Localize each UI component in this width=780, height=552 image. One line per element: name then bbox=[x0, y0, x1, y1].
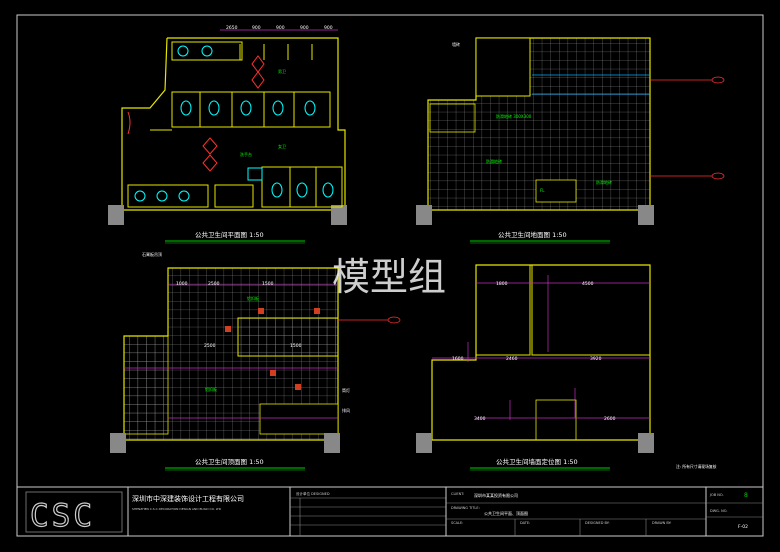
plan-stall-row-lower bbox=[261, 166, 343, 208]
svg-text:女卫: 女卫 bbox=[278, 143, 286, 149]
dim-label: 2650 bbox=[226, 25, 238, 31]
client-value: 深圳市某某投资有限公司 bbox=[474, 492, 518, 498]
svg-text:防滑地砖 300X300: 防滑地砖 300X300 bbox=[496, 113, 532, 119]
plan-counter bbox=[214, 184, 254, 208]
dim-label: 3920 bbox=[590, 356, 602, 362]
designed-label: 设计单位 DESIGNED bbox=[296, 491, 330, 496]
title-block: CSC 深圳市中深建装饰设计工程有限公司 SHENZHEN C.S.C DECO… bbox=[17, 486, 763, 536]
note-text: 注: 所有尺寸请现场复核 bbox=[676, 464, 717, 469]
company-name-en: SHENZHEN C.S.C DECORATION DESIGN AND BUI… bbox=[132, 507, 222, 511]
plan-stall-row bbox=[171, 91, 331, 128]
drawing-titles: 公共卫生间平面图 1:50 公共卫生间地面图 1:50 公共卫生间顶面图 1:5… bbox=[165, 230, 610, 471]
job-no-value: 8 bbox=[744, 492, 748, 499]
svg-text:铝扣板: 铝扣板 bbox=[205, 386, 217, 392]
svg-text:筒灯: 筒灯 bbox=[342, 387, 350, 393]
svg-text:排风: 排风 bbox=[342, 407, 350, 413]
svg-text:洗手台: 洗手台 bbox=[240, 151, 252, 157]
floor-view: 墙砖 防滑地砖 300X300 防滑地砖 防滑地砖 FL bbox=[416, 37, 725, 225]
ceiling-title: 公共卫生间顶面图 1:50 bbox=[195, 457, 264, 466]
designed-by-label: DESIGNED BY: bbox=[585, 521, 610, 525]
company-name-cn: 深圳市中深建装饰设计工程有限公司 bbox=[132, 494, 244, 503]
company-logo: CSC bbox=[30, 498, 95, 534]
dim-label: 2600 bbox=[604, 416, 616, 422]
job-no-label: JOB NO. bbox=[709, 493, 724, 497]
ceiling-dims: 1000 2500 1500 2500 1500 bbox=[176, 281, 302, 349]
svg-text:铝扣板: 铝扣板 bbox=[247, 295, 259, 301]
dim-label: 900 bbox=[324, 25, 333, 31]
plan-view: 男卫 女卫 洗手台 bbox=[108, 29, 347, 225]
svg-text:墙砖: 墙砖 bbox=[452, 41, 460, 47]
wall-dims: 1800 4500 1600 2460 3920 3400 2600 bbox=[452, 281, 616, 422]
ceiling-view: 石膏板吊顶 筒灯 排风 铝扣板 铝扣板 bbox=[110, 251, 401, 453]
plan-wall bbox=[121, 37, 346, 211]
plan-column bbox=[108, 205, 124, 225]
client-label: CLIENT: bbox=[451, 492, 464, 496]
plan-urinal-row bbox=[127, 184, 209, 208]
dim-label: 1800 bbox=[496, 281, 508, 287]
page-number: F-02 bbox=[738, 524, 748, 530]
dim-label: 1000 bbox=[176, 281, 188, 287]
dim-label: 2460 bbox=[506, 356, 518, 362]
dim-label: 900 bbox=[300, 25, 309, 31]
floor-title: 公共卫生间地面图 1:50 bbox=[498, 230, 567, 239]
svg-text:防滑地砖: 防滑地砖 bbox=[486, 158, 502, 164]
watermark-text: 模型组 bbox=[332, 255, 446, 299]
drawing-frame bbox=[16, 14, 764, 537]
dim-label: 1600 bbox=[452, 356, 464, 362]
dim-label: 900 bbox=[276, 25, 285, 31]
dim-label: 3400 bbox=[474, 416, 486, 422]
drawing-title-label: DRAWING TITLE: bbox=[451, 506, 480, 510]
svg-text:石膏板吊顶: 石膏板吊顶 bbox=[142, 251, 162, 257]
dim-label: 2500 bbox=[208, 281, 220, 287]
wall-title: 公共卫生间墙面定位图 1:50 bbox=[496, 457, 578, 466]
dim-label: 1500 bbox=[262, 281, 274, 287]
dim-label: 4500 bbox=[582, 281, 594, 287]
plan-title: 公共卫生间平面图 1:50 bbox=[195, 230, 264, 239]
svg-text:FL: FL bbox=[540, 188, 545, 193]
plan-sink-counter bbox=[171, 41, 243, 61]
scale-label: SCALE: bbox=[451, 521, 463, 525]
plan-column bbox=[331, 205, 347, 225]
date-label: DATE: bbox=[520, 521, 530, 525]
drawing-title-value: 公共卫生间平面、顶面图 bbox=[484, 510, 528, 516]
dim-label: 1500 bbox=[290, 343, 302, 349]
dim-label: 2500 bbox=[204, 343, 216, 349]
svg-text:男卫: 男卫 bbox=[278, 69, 286, 74]
dim-label: 900 bbox=[252, 25, 261, 31]
plan-dims: 2650 900 900 900 900 bbox=[226, 25, 333, 31]
wall-view bbox=[416, 264, 654, 453]
dwg-no-label: DWG. NO. bbox=[710, 509, 727, 513]
svg-text:防滑地砖: 防滑地砖 bbox=[596, 179, 612, 185]
drawn-by-label: DRAWN BY: bbox=[652, 521, 672, 525]
